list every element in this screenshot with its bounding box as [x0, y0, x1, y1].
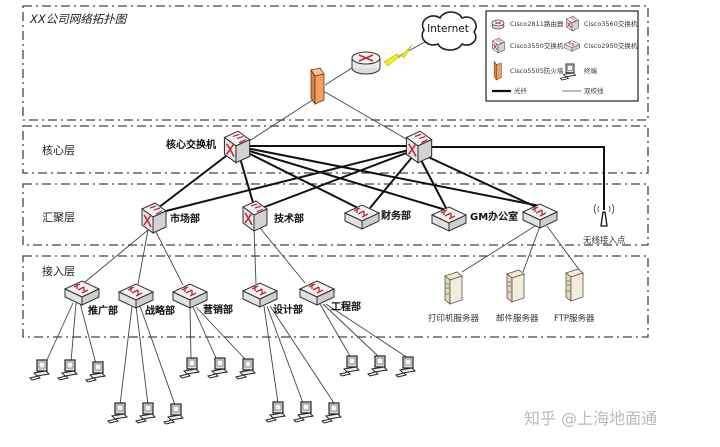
agg-label-tech: 技术部: [274, 212, 304, 225]
access-label-strategy: 战略部: [145, 304, 175, 317]
terminal-icon[interactable]: [135, 402, 156, 424]
mail-server-label: 邮件服务器: [496, 313, 539, 324]
legend-label-fiber: 光纤: [514, 86, 528, 95]
terminal-icon[interactable]: [57, 359, 78, 381]
diagram-title: XX公司网络拓扑图: [29, 12, 128, 26]
core-layer-label: 核心层: [42, 143, 75, 157]
router-icon: [351, 51, 381, 75]
terminal-group-strategy: [107, 402, 184, 425]
agg-switch-gm-office[interactable]: [431, 206, 467, 232]
access-switch-design[interactable]: [242, 282, 278, 308]
outer-frame: [22, 5, 649, 338]
terminal-icon[interactable]: [367, 355, 388, 377]
mail-server-icon[interactable]: [506, 269, 525, 303]
ftp-server-label: FTP服务器: [554, 313, 595, 324]
agg-switch-finance[interactable]: [344, 204, 380, 230]
access-label-sales: 营销部: [203, 303, 233, 316]
terminal-icon[interactable]: [179, 357, 200, 379]
legend-label-l3-switch: Cisco3560交换机: [584, 19, 638, 28]
legend-label-terminal: 终端: [584, 66, 598, 75]
agg-label-gm-office: GM办公室: [470, 210, 518, 223]
access-label-engineering: 工程部: [331, 300, 361, 313]
print-server-label: 打印机服务器: [428, 313, 480, 324]
core-switch-1[interactable]: [223, 130, 251, 164]
legend: Cisco2811路由器 Cisco3560交换机 Cisco3550交换机 C…: [485, 10, 639, 102]
print-server-icon[interactable]: [444, 271, 463, 305]
access-switch-engineering[interactable]: [299, 280, 335, 306]
access-label-design: 设计部: [273, 303, 303, 316]
agg-switch-tech[interactable]: [242, 200, 268, 232]
terminal-icon[interactable]: [107, 402, 128, 424]
server-switch[interactable]: [522, 203, 558, 229]
access-switch-sales[interactable]: [172, 283, 208, 309]
terminal-icon[interactable]: [29, 359, 50, 381]
legend-label-core-switch: Cisco3550交换机: [510, 41, 564, 50]
terminal-icon[interactable]: [163, 403, 184, 425]
legend-router-icon: [491, 19, 505, 30]
access-label-promotion: 推广部: [88, 304, 118, 317]
access-layer-box: [22, 255, 649, 338]
legend-label-router: Cisco2811路由器: [510, 19, 564, 28]
aggregation-layer-label: 汇聚层: [42, 211, 75, 224]
core-switch-label: 核心交换机: [166, 138, 216, 151]
terminal-icon[interactable]: [395, 356, 416, 378]
wireless-ap-icon[interactable]: [593, 203, 615, 227]
agg-switch-marketing[interactable]: [141, 202, 167, 234]
terminal-icon[interactable]: [85, 361, 106, 383]
terminal-icon[interactable]: [321, 402, 342, 424]
twisted-pair-links: [45, 41, 581, 406]
legend-label-access-switch: Cisco2950交换机: [584, 41, 638, 50]
terminal-group-engineering: [339, 355, 416, 378]
firewall-icon: [310, 67, 325, 106]
core-layer-box: [22, 125, 649, 174]
fiber-links: [157, 145, 605, 213]
watermark: 知乎 @上海地面通: [524, 409, 657, 428]
internet-cloud: Internet: [421, 11, 477, 51]
terminal-group-sales: [179, 357, 256, 380]
aggregation-layer-box: [22, 183, 649, 246]
access-switch-strategy[interactable]: [118, 283, 154, 309]
lightning-link-icon: [383, 44, 413, 67]
agg-label-finance: 财务部: [380, 209, 411, 222]
access-layer-label: 接入层: [42, 265, 75, 278]
access-switch-promotion[interactable]: [64, 280, 100, 306]
wireless-ap-label: 无线接入点: [583, 235, 626, 246]
legend-label-firewall: Cisco5505防火墙: [510, 66, 564, 75]
terminal-group-promotion: [29, 359, 106, 383]
ftp-server-icon[interactable]: [565, 268, 584, 302]
agg-label-marketing: 市场部: [170, 212, 200, 225]
terminal-icon[interactable]: [293, 401, 314, 423]
terminal-group-design: [265, 401, 342, 424]
terminal-icon[interactable]: [207, 357, 228, 379]
legend-firewall-icon: [493, 60, 502, 81]
internet-label: Internet: [427, 23, 469, 35]
legend-label-twisted-pair: 双绞线: [584, 86, 604, 95]
terminal-icon[interactable]: [235, 358, 256, 380]
terminal-icon[interactable]: [339, 355, 360, 377]
terminal-icon[interactable]: [265, 401, 286, 423]
